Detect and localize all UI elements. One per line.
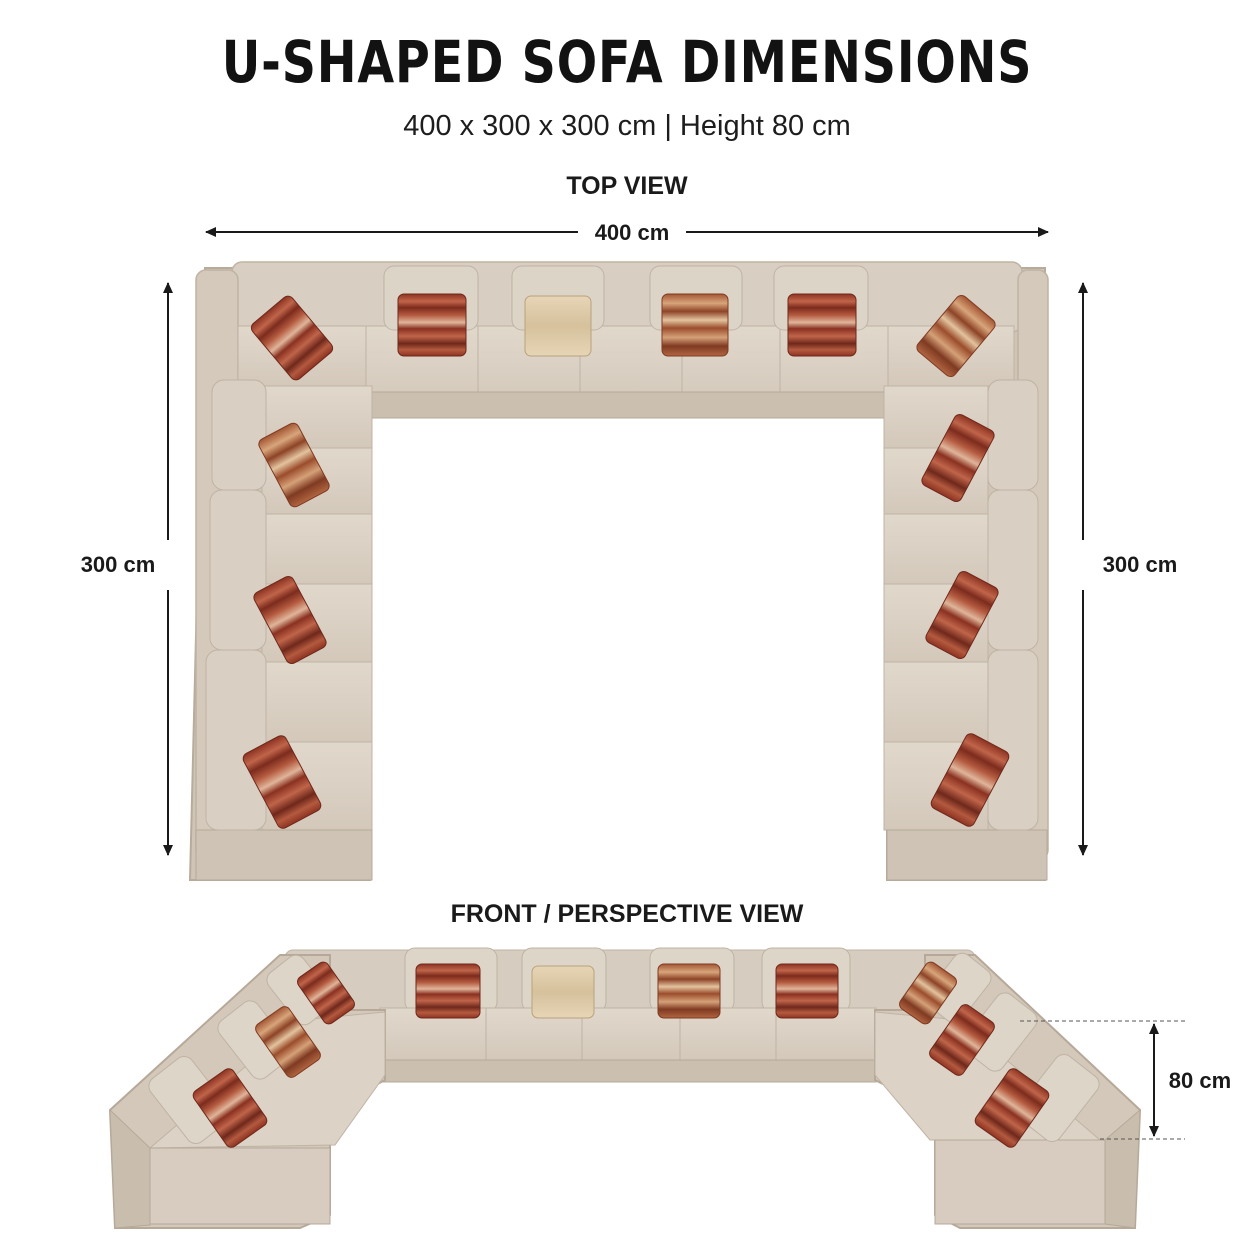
left-depth-label: 300 cm	[81, 552, 156, 577]
width-label: 400 cm	[595, 220, 670, 245]
front-back-row	[284, 949, 976, 1013]
height-dimension: 80 cm	[1020, 1020, 1231, 1140]
top-view-label: TOP VIEW	[566, 172, 688, 200]
front-view: 80 cm	[108, 947, 1231, 1229]
top-back-strip	[231, 261, 1023, 333]
pillow	[524, 295, 592, 357]
front-center-seats	[379, 1007, 877, 1083]
pillow	[397, 293, 467, 357]
left-depth-dimension: 300 cm	[81, 282, 173, 856]
height-label: 80 cm	[1169, 1068, 1231, 1093]
pillow	[775, 963, 839, 1019]
pillow	[661, 293, 729, 357]
pillow	[415, 963, 481, 1019]
pillow	[531, 965, 595, 1019]
right-depth-dimension: 300 cm	[1078, 282, 1178, 856]
top-view-pillows	[242, 293, 1010, 829]
pillow	[787, 293, 857, 357]
right-depth-label: 300 cm	[1103, 552, 1178, 577]
front-view-pillows	[192, 961, 1050, 1148]
front-left-face	[149, 1147, 331, 1225]
page-subtitle: 400 x 300 x 300 cm | Height 80 cm	[403, 110, 851, 142]
front-right-face	[934, 1139, 1106, 1225]
page-title: U-SHAPED SOFA DIMENSIONS	[221, 28, 1033, 96]
pillow	[657, 963, 721, 1019]
width-dimension: 400 cm	[205, 220, 1049, 245]
top-seat-row	[361, 325, 891, 419]
top-view: 400 cm 300 cm 300 cm	[81, 220, 1178, 881]
front-view-label: FRONT / PERSPECTIVE VIEW	[450, 900, 804, 928]
